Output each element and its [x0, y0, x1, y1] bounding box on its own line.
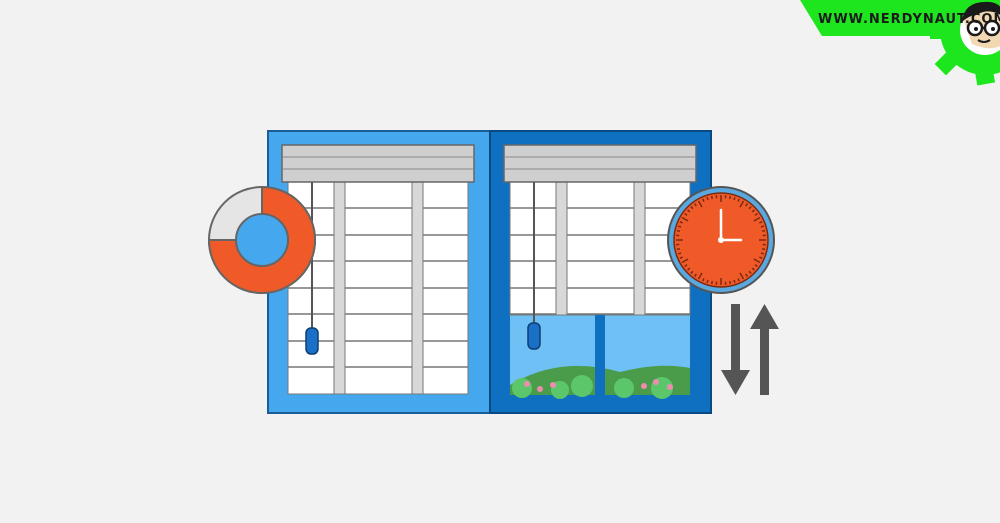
clock-tick — [679, 256, 683, 259]
clock-tick — [759, 221, 763, 224]
clock-tick — [737, 198, 740, 202]
clock-tick — [687, 209, 691, 213]
clock-tick — [745, 273, 749, 277]
clock-tick — [737, 278, 740, 282]
right-blind-slats — [509, 181, 691, 316]
clock-tick — [710, 280, 714, 285]
clock-icon — [667, 186, 775, 294]
brand-site-label[interactable]: WWW.NERDYNAUT.COM — [818, 12, 1000, 27]
clock-tick — [748, 270, 752, 274]
brand-badge[interactable]: WWW.NERDYNAUT.COM — [800, 0, 1000, 86]
clock-tick — [684, 212, 688, 216]
down-arrow-icon — [721, 304, 750, 395]
clock-tick — [690, 270, 694, 274]
right-window — [489, 130, 712, 414]
clock-tick — [761, 229, 766, 233]
clock-tick — [693, 273, 697, 277]
clock-tick — [681, 258, 689, 264]
clock-tick — [677, 252, 682, 255]
clock-tick — [728, 280, 732, 285]
left-window — [267, 130, 491, 414]
clock-tick — [679, 221, 683, 224]
right-head-rail — [503, 144, 697, 183]
left-head-rail — [281, 144, 475, 183]
up-arrow-icon — [750, 304, 779, 395]
left-pull-cord-handle[interactable] — [305, 327, 319, 355]
up-down-arrows-icon[interactable] — [721, 304, 779, 395]
clock-tick — [761, 247, 766, 251]
clock-tick — [690, 206, 694, 210]
clock-tick — [681, 216, 689, 222]
clock-tick — [697, 272, 703, 280]
clock-tick — [733, 279, 736, 284]
clock-tick — [753, 258, 761, 264]
clock-tick — [751, 209, 755, 213]
clock-tick — [753, 216, 761, 222]
clock-tick — [728, 195, 732, 200]
clock-tick — [684, 264, 688, 268]
clock-tick — [760, 225, 765, 228]
donut-progress-icon — [207, 185, 316, 294]
right-pull-cord-handle[interactable] — [527, 322, 541, 350]
clock-tick — [751, 267, 755, 271]
clock-tick — [710, 195, 714, 200]
clock-tick — [702, 198, 705, 202]
clock-tick — [754, 212, 758, 216]
clock-tick — [733, 196, 736, 201]
clock-tick — [760, 252, 765, 255]
clock-tick — [745, 203, 749, 207]
clock-tick — [739, 200, 745, 208]
clock-tick — [697, 200, 703, 208]
clock-tick — [702, 278, 705, 282]
clock-tick — [706, 196, 709, 201]
clock-tick — [676, 229, 681, 233]
clock-tick — [739, 272, 745, 280]
clock-tick — [693, 203, 697, 207]
outside-shrubs — [512, 375, 673, 399]
clock-tick — [754, 264, 758, 268]
clock-tick — [706, 279, 709, 284]
clock-tick — [759, 256, 763, 259]
clock-tick — [687, 267, 691, 271]
nerd-face-icon — [962, 1, 1000, 49]
clock-tick — [748, 206, 752, 210]
clock-tick — [676, 247, 681, 251]
clock-tick — [677, 225, 682, 228]
